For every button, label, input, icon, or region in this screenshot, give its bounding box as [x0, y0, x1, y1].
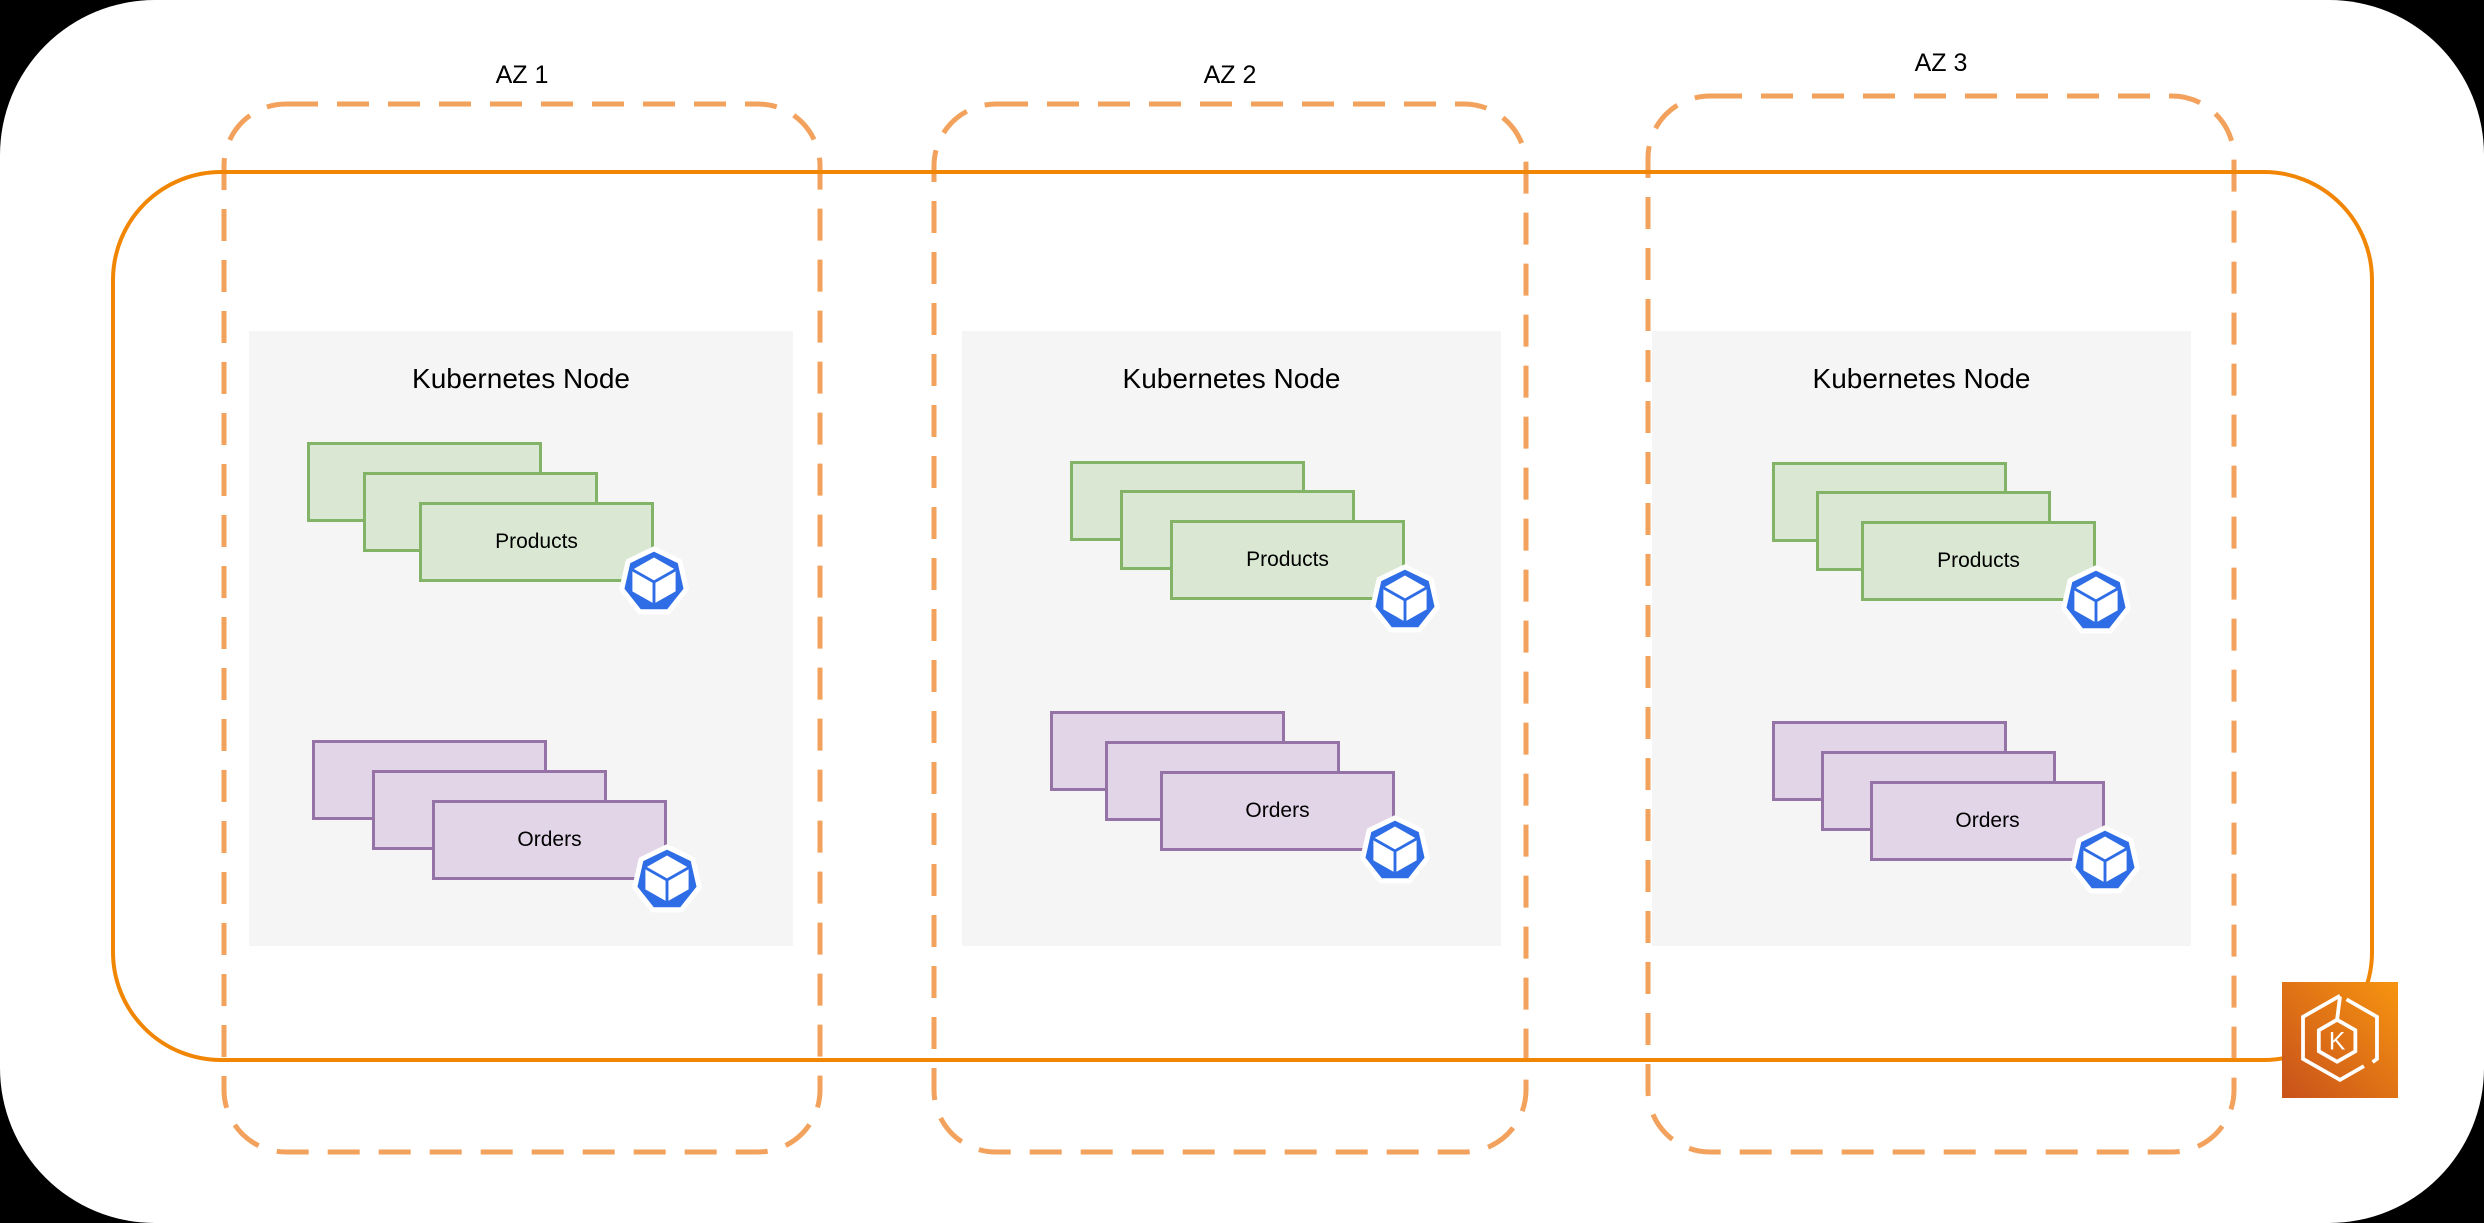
card-label: Orders	[517, 828, 582, 851]
card-label: Products	[1246, 548, 1329, 571]
eks-cluster-boundary	[111, 170, 2374, 1062]
az-3-label: AZ 3	[1914, 49, 1968, 77]
az-2-boundary	[931, 101, 1529, 1155]
replica-card-front: Products	[1170, 520, 1405, 600]
kubernetes-pod-icon	[619, 546, 689, 615]
az-3-boundary	[1645, 93, 2237, 1155]
kubernetes-node-title: Kubernetes Node	[1122, 363, 1341, 394]
kubernetes-pod-icon	[2061, 565, 2131, 634]
replica-card-front: Products	[419, 502, 654, 582]
card-label: Orders	[1955, 809, 2020, 832]
kubernetes-pod-icon	[2070, 825, 2140, 894]
eks-letter: K	[2329, 1028, 2346, 1055]
kubernetes-node-title: Kubernetes Node	[1812, 363, 2031, 394]
card-label: Products	[495, 530, 578, 553]
az-1-label: AZ 1	[495, 61, 549, 89]
replica-card-front: Orders	[432, 800, 667, 880]
kubernetes-pod-icon	[1370, 564, 1440, 633]
az-2-label: AZ 2	[1203, 61, 1257, 89]
eks-hexagon-linework	[2301, 994, 2379, 1083]
replica-card-front: Orders	[1160, 771, 1395, 851]
amazon-eks-icon: K	[2282, 982, 2398, 1098]
card-label: Orders	[1245, 799, 1310, 822]
replica-card-front: Products	[1861, 521, 2096, 601]
kubernetes-pod-icon	[1360, 815, 1430, 884]
kubernetes-pod-icon	[632, 844, 702, 913]
az-1-boundary	[221, 101, 823, 1155]
kubernetes-node-title: Kubernetes Node	[412, 363, 630, 394]
replica-card-front: Orders	[1870, 781, 2105, 861]
card-label: Products	[1937, 549, 2020, 572]
